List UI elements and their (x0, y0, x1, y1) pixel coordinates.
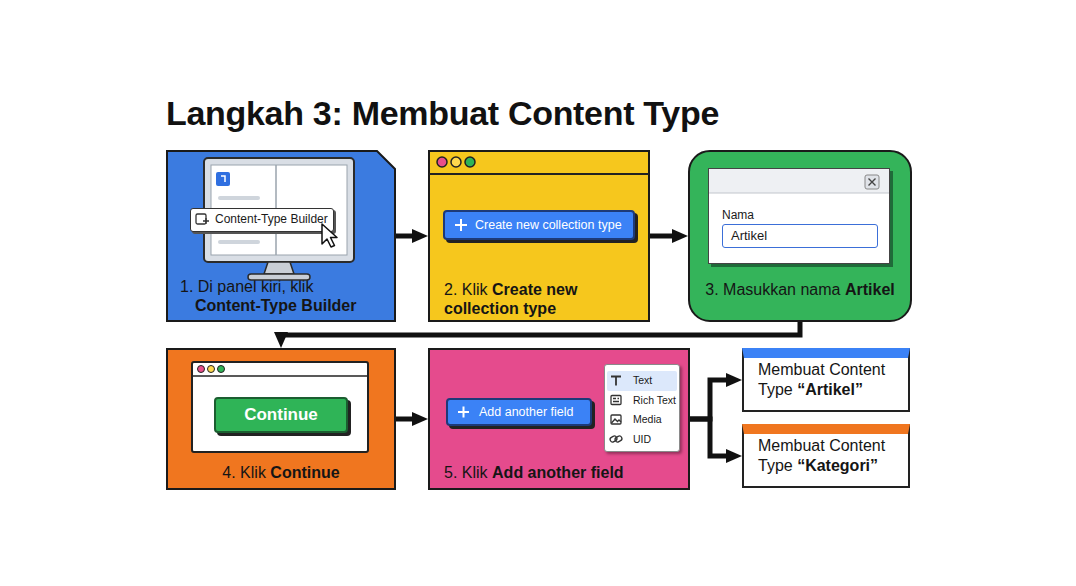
step-caption: Artikel (845, 281, 895, 298)
text-block: 5. KlikAdd another field (444, 463, 684, 482)
name-input: Artikel (722, 224, 878, 248)
box-outline (166, 150, 396, 322)
step-caption: 3. Masukkan nama (705, 281, 840, 298)
text-block: Membuat Content Type“Kategori” (758, 436, 900, 476)
step-caption: 4. Klik (222, 464, 266, 481)
field-type-menu: TextRich TextMediaUID (604, 364, 680, 452)
step-box: 1. Di panel kiri, klikContent-Type Build… (166, 150, 396, 322)
step-caption: Add another field (492, 464, 624, 481)
flow-arrow (281, 322, 800, 338)
text-block: 4. KlikContinue (168, 463, 394, 482)
text-block: Artikel (731, 225, 871, 246)
flow-arrow (690, 419, 732, 456)
button-label: Create new collection type (475, 218, 622, 232)
add-field-button: Add another field (446, 398, 592, 426)
name-dialog: NamaArtikel (708, 168, 890, 264)
text-block: Continue (216, 399, 346, 431)
input-value: Artikel (731, 228, 767, 243)
flow-arrow (650, 234, 678, 239)
step-box: 3. Masukkan namaArtikelNamaArtikel (688, 150, 912, 322)
menu-item: UID (607, 430, 677, 450)
create-button: Create new collection type (443, 210, 635, 240)
menu-item: Rich Text (607, 391, 677, 411)
result-text: “Kategori” (797, 457, 878, 474)
step-box: 4. KlikContinueContinue (166, 348, 396, 490)
text-block: 2. KlikCreate new collection type (444, 280, 624, 318)
text-block: Membuat Content Type“Artikel” (758, 360, 900, 400)
flow-arrow (396, 417, 418, 422)
result-text: “Artikel” (797, 381, 863, 398)
menu-item: Media (607, 410, 677, 430)
button-label: Continue (244, 405, 318, 424)
step-box: 5. KlikAdd another fieldAdd another fiel… (428, 348, 690, 490)
text-block: TextRich TextMediaUID (605, 371, 679, 449)
menu-popup: Content-Type Builder (190, 208, 334, 232)
step-caption: Content-Type Builder (180, 296, 390, 315)
text-block: Nama (722, 207, 872, 223)
step-caption: 5. Klik (444, 464, 488, 481)
step-box: 2. KlikCreate new collection type Create … (428, 150, 650, 322)
flow-arrow (690, 380, 732, 419)
text-block: Add another field (479, 400, 591, 424)
flow-arrow (396, 234, 418, 239)
box-shape (167, 151, 395, 321)
menu-item: Text (607, 371, 677, 391)
result-box: Membuat Content Type“Artikel” (742, 348, 910, 412)
step-caption: 2. Klik (444, 281, 488, 298)
continue-button: Continue (214, 397, 348, 433)
step-caption: Continue (270, 464, 339, 481)
text-block: Content-Type Builder (215, 209, 333, 230)
field-label: Nama (722, 208, 754, 222)
text-block: Create new collection type (475, 212, 633, 238)
result-box: Membuat Content Type“Kategori” (742, 424, 910, 488)
text-block: 3. Masukkan nama Artikel (690, 280, 910, 299)
popup-label: Content-Type Builder (215, 212, 328, 226)
button-label: Add another field (479, 405, 574, 419)
text-block: 1. Di panel kiri, klikContent-Type Build… (180, 277, 390, 315)
diagram-title: Langkah 3: Membuat Content Type (166, 94, 719, 133)
step-caption: 1. Di panel kiri, klik (180, 277, 390, 296)
